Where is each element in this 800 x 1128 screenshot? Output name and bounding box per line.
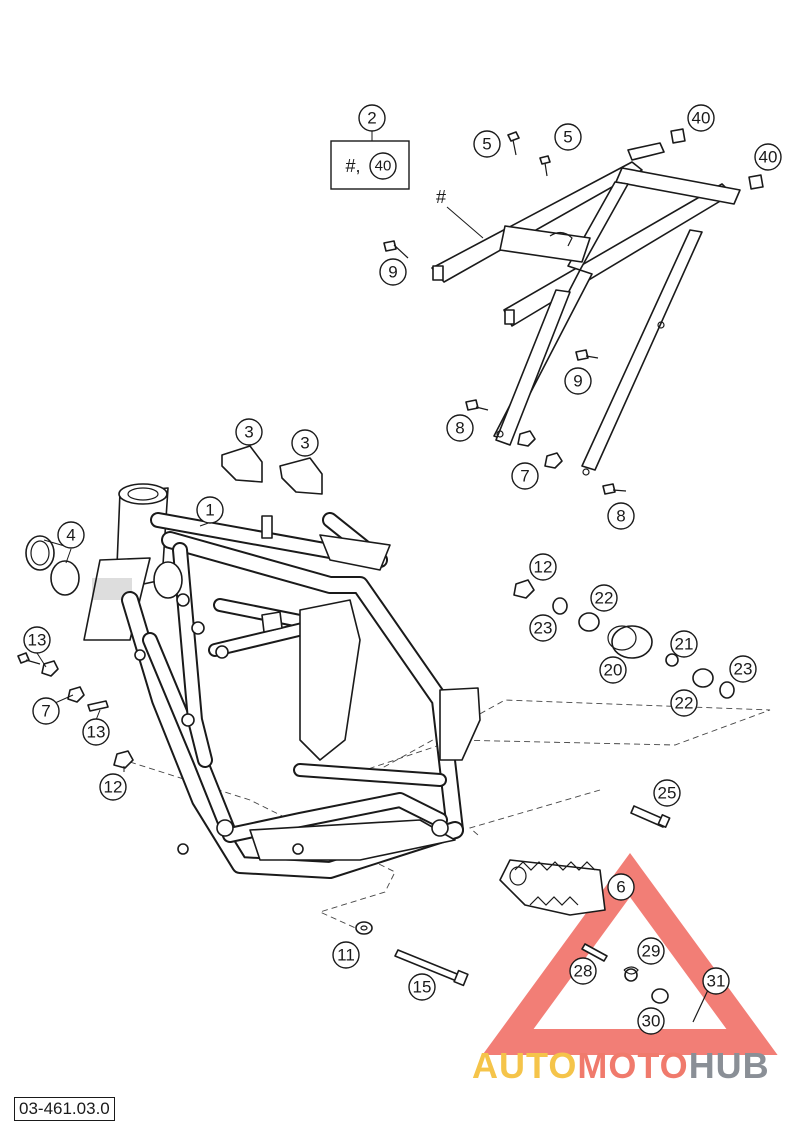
steering-head-seals [25,535,80,596]
ref-box-callout: #, 40 [330,131,410,190]
svg-text:30: 30 [642,1012,661,1031]
watermark-part-hub: HUB [688,1045,770,1086]
svg-text:28: 28 [574,962,593,981]
pivot-bolt-parts [355,921,469,987]
ref-box-number: 40 [375,158,392,175]
callout-12: 12 [529,553,557,581]
callout-6: 6 [607,873,635,901]
callout-8: 8 [446,414,474,442]
callout-5: 5 [554,123,582,151]
callout-22: 22 [590,584,618,612]
watermark-part-auto: AUTO [472,1045,578,1086]
subframe-fasteners [383,128,764,495]
svg-text:12: 12 [104,778,123,797]
callout-3: 3 [291,429,319,457]
callout-15: 15 [408,973,436,1001]
svg-text:7: 7 [41,702,50,721]
callout-23: 23 [729,655,757,683]
rear-subframe [431,142,741,476]
callout-9: 9 [379,258,407,286]
svg-text:15: 15 [413,978,432,997]
frame-protectors [221,445,323,495]
watermark-part-moto: MOTO [577,1045,689,1086]
svg-text:7: 7 [520,467,529,486]
callout-8: 8 [607,502,635,530]
callout-29: 29 [637,937,665,965]
diagram-reference-code: 03-461.03.0 [14,1097,115,1121]
svg-text:6: 6 [616,878,625,897]
damper-mount-parts [513,579,735,699]
svg-text:21: 21 [675,635,694,654]
subframe-hash-marker: # [436,187,446,207]
callout-20: 20 [599,656,627,684]
svg-text:31: 31 [707,972,726,991]
callout-30: 30 [637,1007,665,1035]
watermark-text: AUTOMOTOHUB [472,1045,770,1087]
svg-text:25: 25 [658,784,677,803]
callout-4: 4 [57,521,85,549]
callout-31: 31 [702,967,730,995]
svg-text:5: 5 [563,128,572,147]
callout-22: 22 [670,689,698,717]
callout-13: 13 [82,718,110,746]
footrest [499,859,606,916]
callout-12: 12 [99,773,127,801]
callout-7: 7 [511,462,539,490]
callout-25: 25 [653,779,681,807]
svg-text:4: 4 [66,526,75,545]
svg-text:40: 40 [692,109,711,128]
callout-2: 2 [358,104,386,132]
svg-text:13: 13 [28,631,47,650]
svg-text:8: 8 [616,507,625,526]
svg-text:23: 23 [734,660,753,679]
svg-text:8: 8 [455,419,464,438]
svg-text:40: 40 [759,148,778,167]
callout-40: 40 [687,104,715,132]
main-frame [83,483,481,879]
svg-text:22: 22 [675,694,694,713]
svg-text:3: 3 [300,434,309,453]
callout-13: 13 [23,626,51,654]
svg-text:11: 11 [337,946,355,965]
svg-text:5: 5 [482,135,491,154]
callout-21: 21 [670,630,698,658]
svg-text:9: 9 [388,263,397,282]
callout-1: 1 [196,496,224,524]
callout-5: 5 [473,130,501,158]
callout-3: 3 [235,418,263,446]
watermark-triangle [482,852,778,1055]
callouts: 2 5 5 40 40 9 9 8 8 7 7 3 3 1 4 13 13 12… [23,104,782,1035]
svg-text:23: 23 [534,619,553,638]
bolt-25 [630,805,671,828]
svg-text:3: 3 [244,423,253,442]
svg-text:2: 2 [367,109,376,128]
ref-box-hash: #, [345,156,360,176]
callout-40: 40 [754,143,782,171]
callout-9: 9 [564,367,592,395]
callout-23: 23 [529,614,557,642]
callout-11: 11 [332,941,360,969]
callout-7: 7 [32,697,60,725]
svg-text:9: 9 [573,372,582,391]
footrest-hardware [581,943,709,1023]
svg-text:1: 1 [205,501,214,520]
svg-text:13: 13 [87,723,106,742]
svg-text:20: 20 [604,661,623,680]
svg-text:22: 22 [595,589,614,608]
svg-text:29: 29 [642,942,661,961]
callout-28: 28 [569,957,597,985]
svg-text:12: 12 [534,558,553,577]
